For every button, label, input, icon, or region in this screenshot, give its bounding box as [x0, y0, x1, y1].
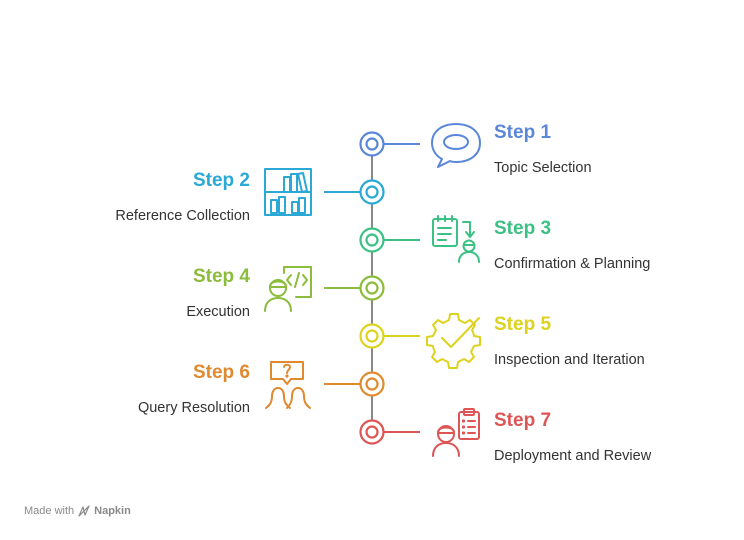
footer-prefix: Made with	[24, 505, 75, 517]
speech-bubble-icon	[431, 123, 481, 168]
napkin-logo-icon	[78, 505, 90, 517]
people-question-icon	[265, 361, 311, 409]
step-2-description: Reference Collection	[115, 208, 250, 224]
step-2-title: Step 2	[192, 170, 250, 191]
step-3-title: Step 3	[494, 218, 552, 239]
bookshelf-icon	[264, 168, 312, 216]
step-5-title: Step 5	[494, 314, 552, 335]
step-1-node	[359, 131, 385, 157]
step-4-node	[359, 275, 385, 301]
step-6-node	[359, 371, 385, 397]
worker-clipboard-icon	[432, 408, 480, 457]
checklist-person-icon	[432, 215, 480, 263]
step-1-title: Step 1	[494, 122, 552, 143]
developer-code-icon	[264, 266, 312, 312]
made-with-napkin-footer: Made with Napkin	[24, 505, 131, 517]
step-3-description: Confirmation & Planning	[494, 256, 651, 272]
footer-brand: Napkin	[94, 505, 131, 517]
step-2-node	[359, 179, 385, 205]
step-1-description: Topic Selection	[494, 160, 592, 176]
gear-check-icon	[426, 313, 481, 369]
step-7-node	[359, 419, 385, 445]
step-4-description: Execution	[186, 304, 250, 320]
step-5-description: Inspection and Iteration	[494, 352, 645, 368]
step-6-description: Query Resolution	[137, 400, 250, 416]
step-4-title: Step 4	[192, 266, 250, 287]
step-6-title: Step 6	[192, 362, 250, 383]
step-5-node	[359, 323, 385, 349]
step-7-description: Deployment and Review	[494, 448, 652, 464]
step-3-node	[359, 227, 385, 253]
step-7-title: Step 7	[494, 410, 552, 431]
